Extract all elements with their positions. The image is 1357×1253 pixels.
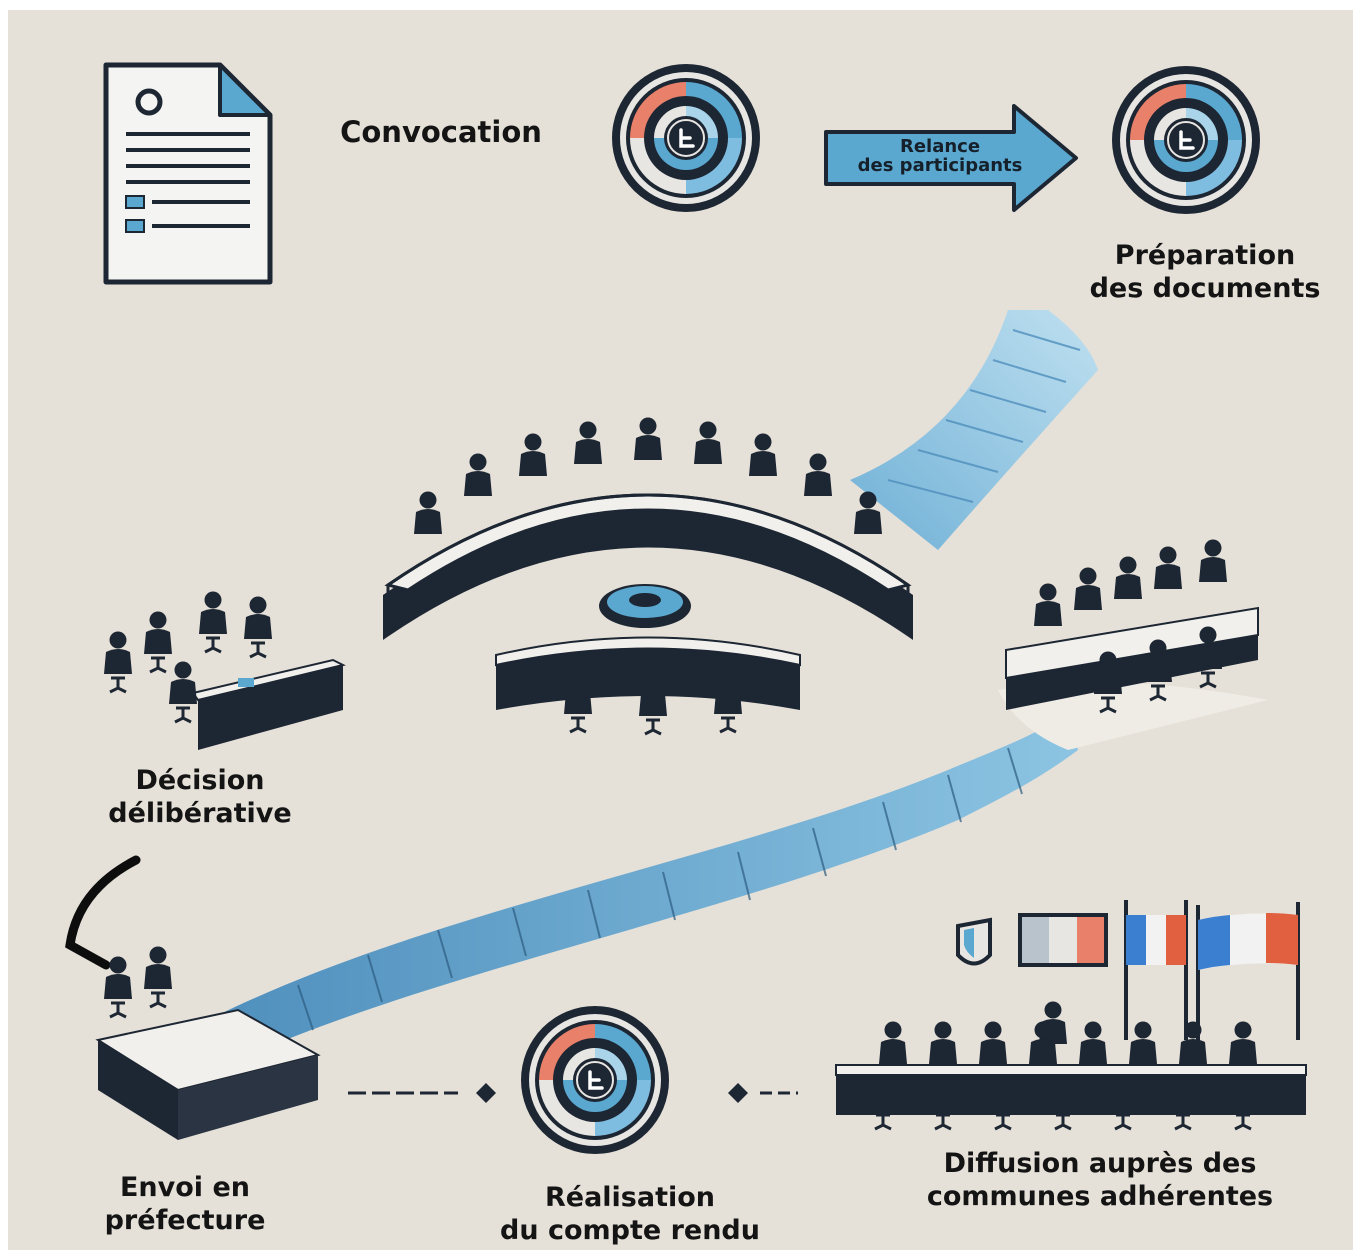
label-preparation: Préparation des documents bbox=[1070, 240, 1340, 306]
french-flag-icon bbox=[1124, 900, 1188, 1040]
french-flag-icon bbox=[1018, 913, 1108, 967]
label-realisation-line-2: du compte rendu bbox=[500, 1214, 760, 1246]
label-decision-line-2: délibérative bbox=[108, 797, 292, 829]
label-envoi-line-1: Envoi en bbox=[119, 1172, 250, 1203]
circular-emblem-icon bbox=[610, 62, 762, 214]
diagram-frame: Convocation Relance des participants Pré… bbox=[8, 10, 1353, 1250]
connector-curve bbox=[65, 855, 141, 970]
label-relance-line-2: des participants bbox=[857, 154, 1023, 176]
label-realisation-line-1: Réalisation bbox=[544, 1182, 716, 1213]
meeting-table-icon bbox=[104, 591, 346, 750]
label-preparation-line-1: Préparation bbox=[1114, 240, 1296, 271]
circular-emblem-icon bbox=[1110, 64, 1262, 216]
label-diffusion-line-2: communes adhérentes bbox=[926, 1180, 1274, 1212]
meeting-table-icon bbox=[998, 539, 1268, 750]
label-realisation: Réalisation du compte rendu bbox=[480, 1182, 780, 1248]
label-envoi-line-2: préfecture bbox=[104, 1204, 266, 1236]
timeline-connector bbox=[348, 1083, 798, 1103]
label-decision: Décision délibérative bbox=[80, 765, 320, 831]
label-diffusion-line-1: Diffusion auprès des bbox=[943, 1148, 1257, 1179]
scene-illustration bbox=[65, 62, 1307, 1156]
label-preparation-line-2: des documents bbox=[1089, 272, 1321, 304]
label-relance: Relance des participants bbox=[840, 136, 1040, 176]
meeting-table-icon bbox=[383, 417, 913, 736]
label-decision-line-1: Décision bbox=[135, 765, 265, 796]
meeting-table-icon bbox=[95, 946, 321, 1140]
label-relance-line-1: Relance bbox=[899, 136, 981, 157]
document-icon bbox=[103, 62, 273, 285]
label-diffusion: Diffusion auprès des communes adhérentes bbox=[910, 1148, 1290, 1214]
label-convocation-line: Convocation bbox=[340, 115, 542, 149]
french-flag-icon bbox=[1196, 902, 1300, 1040]
label-convocation: Convocation bbox=[321, 115, 561, 150]
arrow-right-icon bbox=[824, 104, 1078, 212]
staircase-path bbox=[208, 310, 1098, 1060]
label-envoi: Envoi en préfecture bbox=[80, 1172, 290, 1238]
circular-emblem-icon bbox=[519, 1004, 671, 1156]
shield-icon bbox=[956, 917, 992, 966]
meeting-table-icon bbox=[835, 1001, 1307, 1131]
